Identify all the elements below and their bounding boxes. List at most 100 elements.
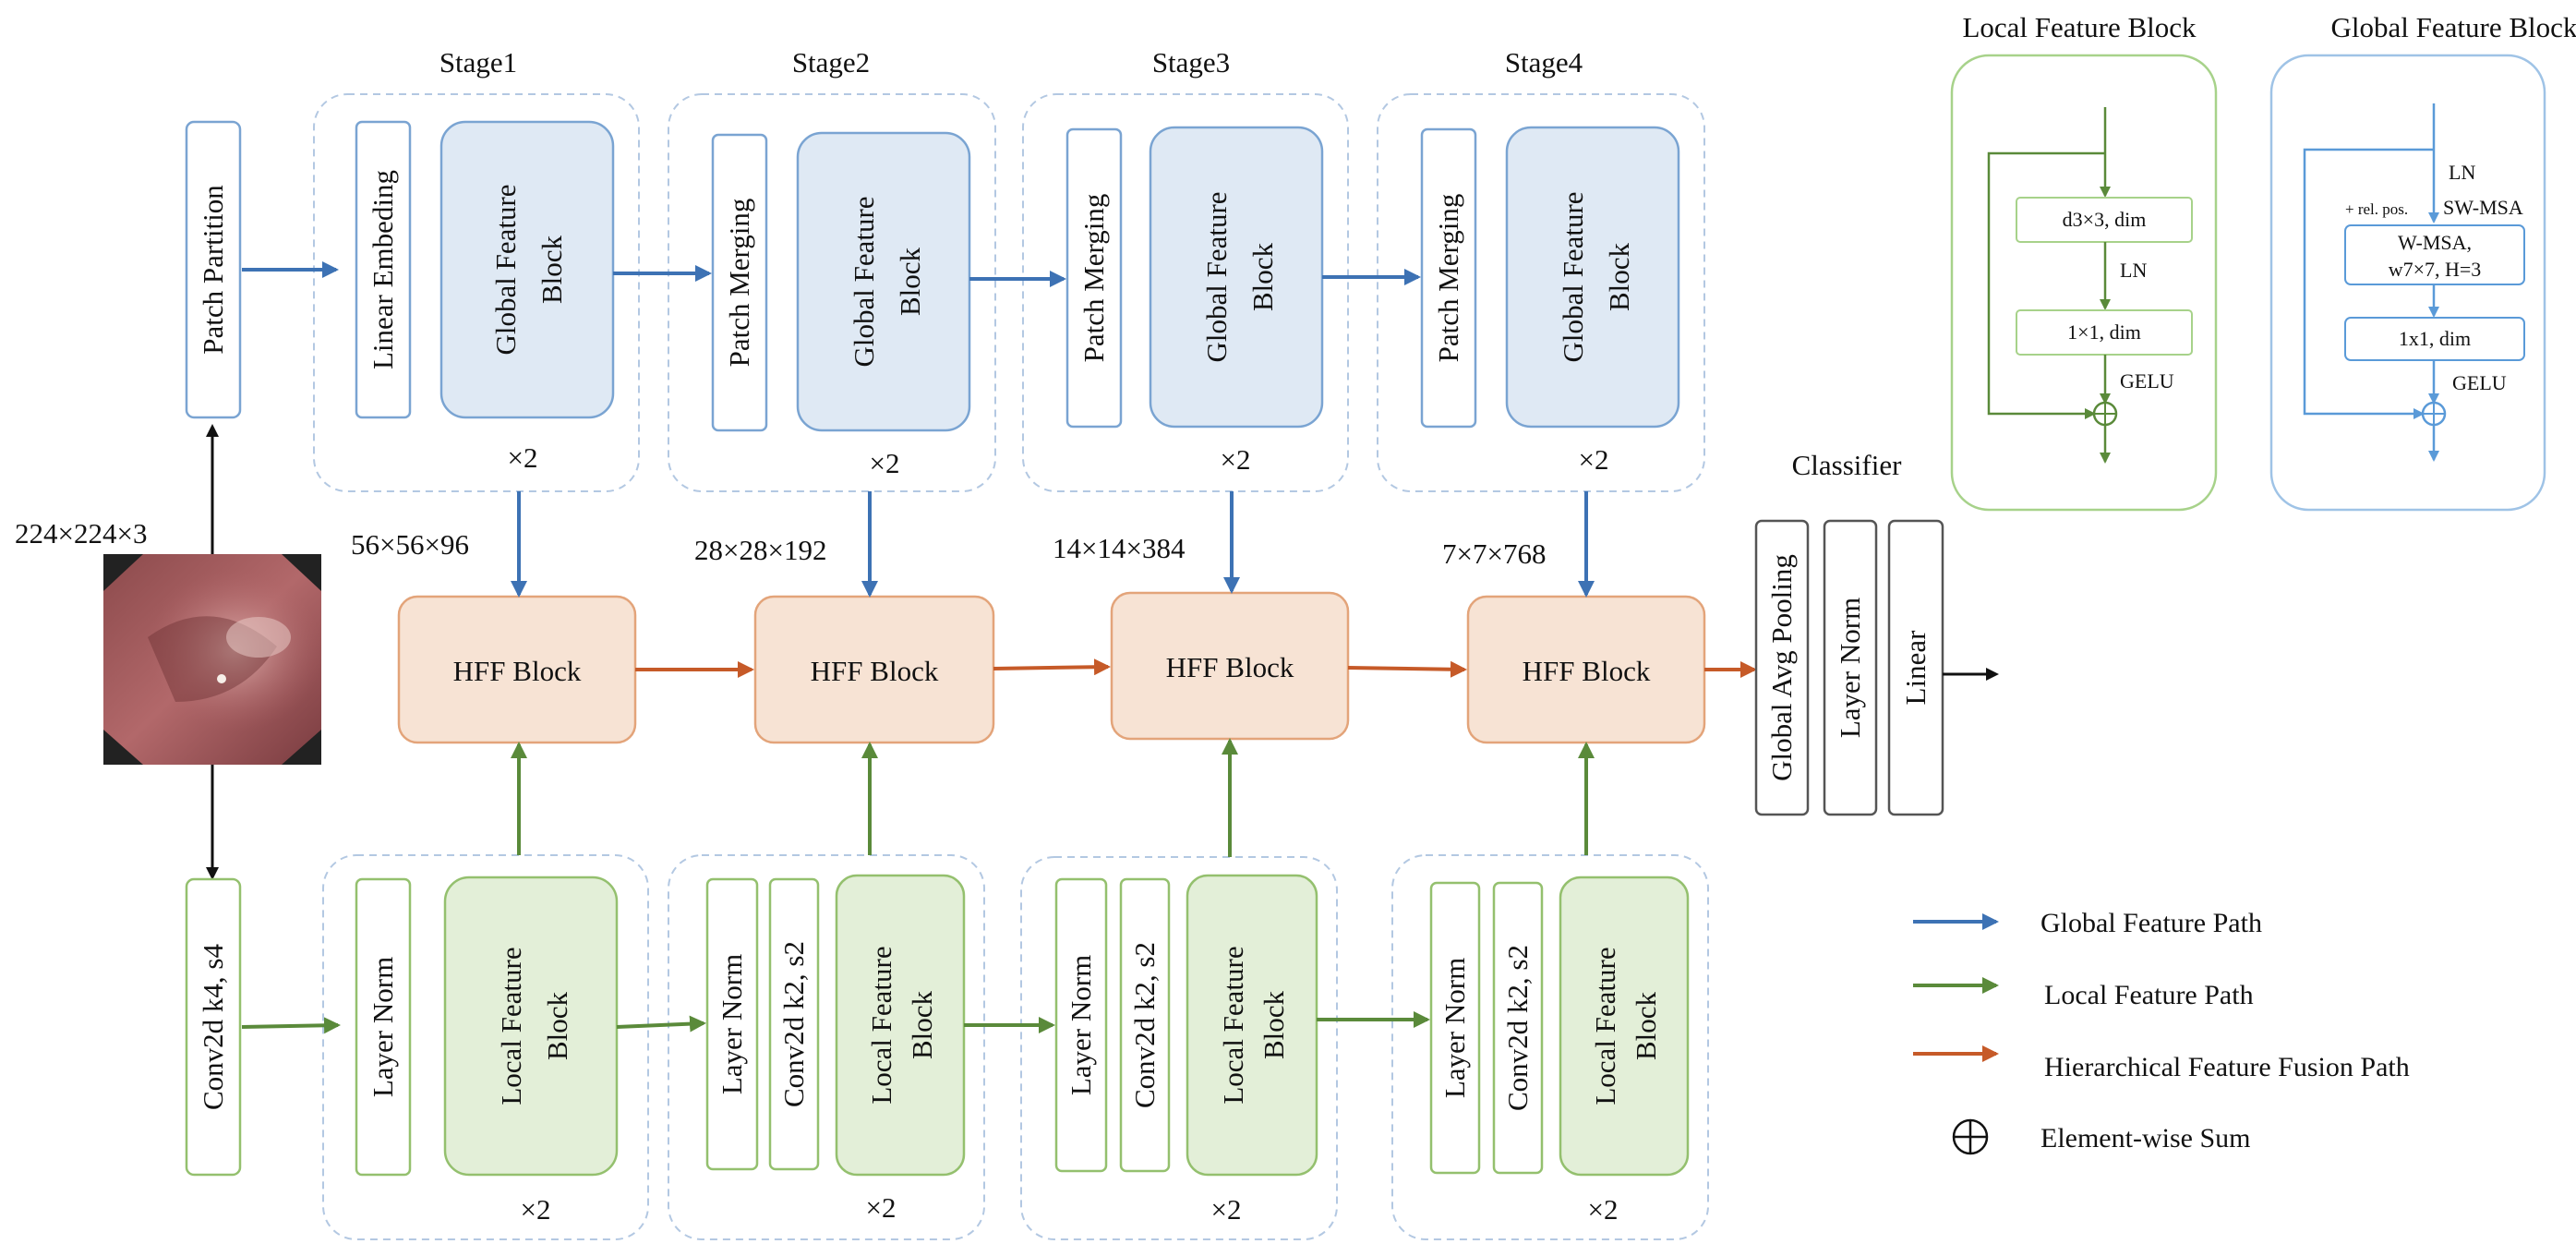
stage-1-local-feature-block <box>443 876 619 1177</box>
stage-2-patch-merging-box <box>711 133 768 432</box>
stage-1-local-block-line2: Block <box>541 991 573 1060</box>
stage-3-local-repeat: ×2 <box>1211 1193 1242 1226</box>
stage-1-dims: 56×56×96 <box>351 528 469 561</box>
stage-1-linear-embedding-box <box>355 120 412 419</box>
classifier-linear-box <box>1887 519 1944 816</box>
global-avg-pooling-label: Global Avg Pooling <box>1765 554 1798 781</box>
stage-4-dims: 7×7×768 <box>1442 537 1546 570</box>
stage-4-patch-merging-label: Patch Merging <box>1432 194 1464 363</box>
stage-3-patch-merging-box <box>1065 127 1123 429</box>
legend-sum-icon <box>1952 1118 1989 1155</box>
endoscopy-image <box>102 554 323 765</box>
stage-2-local-group <box>668 854 985 1240</box>
stage-3-layer-norm-label: Layer Norm <box>1065 955 1097 1095</box>
legend-local-label: Local Feature Path <box>2044 980 2254 1010</box>
stage-1-linear-embedding-label: Linear Embeding <box>367 170 399 369</box>
stage-4-global-block-line1: Global Feature <box>1557 191 1589 362</box>
global-detail-gelu: GELU <box>2452 371 2507 394</box>
stage-2-conv-box <box>768 877 820 1171</box>
stage-4-conv-label: Conv2d k2, s2 <box>1501 945 1534 1111</box>
conv-stem-label: Conv2d k4, s4 <box>197 944 229 1110</box>
stage-4-local-block-line2: Block <box>1630 991 1662 1060</box>
stage-1-global-block-line2: Block <box>536 235 568 304</box>
local-path-arrows <box>241 738 1595 1034</box>
patch-partition-box <box>185 120 242 419</box>
stage-4-title: Stage4 <box>1505 46 1583 78</box>
stage-2-title: Stage2 <box>792 46 870 78</box>
stage-3-global-block-line2: Block <box>1246 242 1279 311</box>
legend: Global Feature Path Local Feature Path H… <box>1913 908 2410 1155</box>
stage-3-hff-label: HFF Block <box>1166 651 1294 683</box>
stage-3-conv-label: Conv2d k2, s2 <box>1128 942 1161 1108</box>
stage-4-local-feature-block <box>1559 876 1690 1177</box>
stage-4-global-group <box>1377 93 1705 492</box>
stage-4-global-repeat: ×2 <box>1579 443 1609 476</box>
stage-3-global-repeat: ×2 <box>1221 443 1251 476</box>
classifier-title: Classifier <box>1792 449 1902 481</box>
stage-4-layer-norm-label: Layer Norm <box>1438 958 1471 1098</box>
stage-4-conv-box <box>1492 881 1544 1175</box>
stage-3-patch-merging-label: Patch Merging <box>1077 194 1110 363</box>
stage-2-dims: 28×28×192 <box>694 534 826 566</box>
global-detail-title: Global Feature Block <box>2331 11 2576 43</box>
local-detail-ln: LN <box>2120 259 2147 282</box>
stage-1-hff-label: HFF Block <box>453 655 582 687</box>
classifier-layer-norm-box <box>1823 519 1878 816</box>
global-detail-swmsa: SW-MSA <box>2443 196 2523 219</box>
global-feature-block-detail: Global Feature Block LN + rel. pos. SW-M… <box>2269 11 2576 512</box>
stage-4: Stage4 Patch Merging Global Feature Bloc… <box>1377 46 1709 1240</box>
stage-3-local-block-line1: Local Feature <box>1217 946 1249 1104</box>
stage-3-dims: 14×14×384 <box>1053 532 1186 564</box>
global-detail-ln: LN <box>2449 161 2475 184</box>
classifier-linear-label: Linear <box>1899 630 1932 706</box>
global-detail-rel-pos: + rel. pos. <box>2345 200 2408 218</box>
stage-1: Stage1 Linear Embeding Global Feature Bl… <box>313 46 649 1240</box>
global-detail-wmsa-line2: w7×7, H=3 <box>2389 258 2482 281</box>
stage-2-global-repeat: ×2 <box>870 447 900 479</box>
stage-1-title: Stage1 <box>439 46 517 78</box>
legend-sum-label: Element-wise Sum <box>2040 1123 2250 1153</box>
stage-3-local-block-line2: Block <box>1258 990 1290 1059</box>
stage-1-global-block-line1: Global Feature <box>489 184 522 355</box>
local-detail-gelu: GELU <box>2120 369 2174 392</box>
stage-1-local-group <box>322 854 649 1240</box>
patch-partition-label: Patch Partition <box>197 185 229 355</box>
stage-2-local-repeat: ×2 <box>866 1191 897 1224</box>
local-detail-pointwise-label: 1×1, dim <box>2067 320 2141 344</box>
input-size-label: 224×224×3 <box>15 517 147 550</box>
stage-4-global-block-line2: Block <box>1603 242 1635 311</box>
stage-3-title: Stage3 <box>1152 46 1230 78</box>
stage-2-conv-label: Conv2d k2, s2 <box>777 941 810 1107</box>
stage-1-global-repeat: ×2 <box>508 441 538 474</box>
stage-3-local-feature-block <box>1186 874 1318 1177</box>
stage-2-local-feature-block <box>835 874 966 1177</box>
stage-3-global-group <box>1022 93 1349 492</box>
stage-2-hff-label: HFF Block <box>811 655 939 687</box>
global-detail-sum-icon <box>2421 401 2447 427</box>
conv-stem-box <box>185 877 242 1177</box>
stage-2-global-block-line1: Global Feature <box>848 196 880 367</box>
stage-2-layer-norm-box <box>705 877 759 1171</box>
stage-4-local-block-line1: Local Feature <box>1589 947 1621 1105</box>
stage-2: Stage2 Patch Merging Global Feature Bloc… <box>668 46 996 1240</box>
classifier-layer-norm-label: Layer Norm <box>1834 598 1866 738</box>
fusion-path-arrows <box>635 658 1757 678</box>
stage-2-local-block-line2: Block <box>906 990 938 1059</box>
stage-2-local-block-line1: Local Feature <box>865 946 897 1104</box>
stage-2-global-feature-block <box>796 131 971 432</box>
classifier: Classifier Global Avg Pooling Layer Norm… <box>1754 449 1999 816</box>
stage-1-local-repeat: ×2 <box>521 1193 551 1226</box>
local-detail-sum-icon <box>2092 401 2118 427</box>
local-detail-title: Local Feature Block <box>1962 11 2197 43</box>
stage-2-global-block-line2: Block <box>894 247 926 316</box>
stage-4-global-feature-block <box>1505 126 1680 429</box>
global-detail-wmsa-line1: W-MSA, <box>2398 231 2472 254</box>
stage-4-hff-label: HFF Block <box>1523 655 1651 687</box>
stage-3: Stage3 Patch Merging Global Feature Bloc… <box>1020 46 1350 1240</box>
stage-4-layer-norm-box <box>1429 881 1481 1175</box>
global-detail-pointwise-label: 1x1, dim <box>2399 327 2471 350</box>
stage-1-global-group <box>313 93 640 492</box>
stage-3-global-block-line1: Global Feature <box>1200 191 1233 362</box>
local-detail-frame <box>1950 54 2218 512</box>
